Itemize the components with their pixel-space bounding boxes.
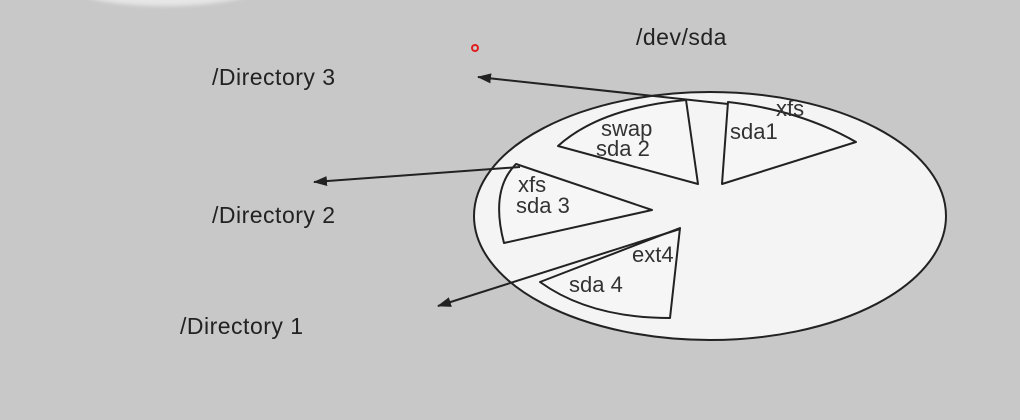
partition-sda4-fs: ext4: [632, 242, 674, 267]
directory-1-label: /Directory 1: [180, 313, 304, 339]
top-highlight: [70, 0, 260, 6]
disk-label: /dev/sda: [636, 24, 727, 50]
partition-sda1-fs: xfs: [776, 96, 805, 121]
partition-sda2-wedge: [557, 99, 699, 185]
arrow-sda4-to-directory-1: [437, 228, 681, 307]
partition-sda4-name: sda 4: [569, 272, 623, 297]
partition-sda4-wedge: [539, 227, 681, 319]
partition-sda2-name: sda 2: [596, 136, 650, 161]
partition-sda1-name: sda1: [730, 119, 778, 144]
partition-sda2-fs: swap: [601, 116, 653, 141]
partition-sda1-wedge: [721, 101, 857, 185]
partition-sda3-name: sda 3: [516, 193, 570, 218]
arrow-sda2-to-directory-3: [477, 73, 729, 105]
arrow-sda3-to-directory-2: [313, 166, 521, 187]
directory-3-label: /Directory 3: [212, 64, 336, 90]
cursor-dot: [471, 44, 479, 52]
partition-sda3-fs: xfs: [518, 172, 547, 197]
partition-sda3-wedge: [498, 163, 653, 244]
directory-2-label: /Directory 2: [212, 202, 336, 228]
